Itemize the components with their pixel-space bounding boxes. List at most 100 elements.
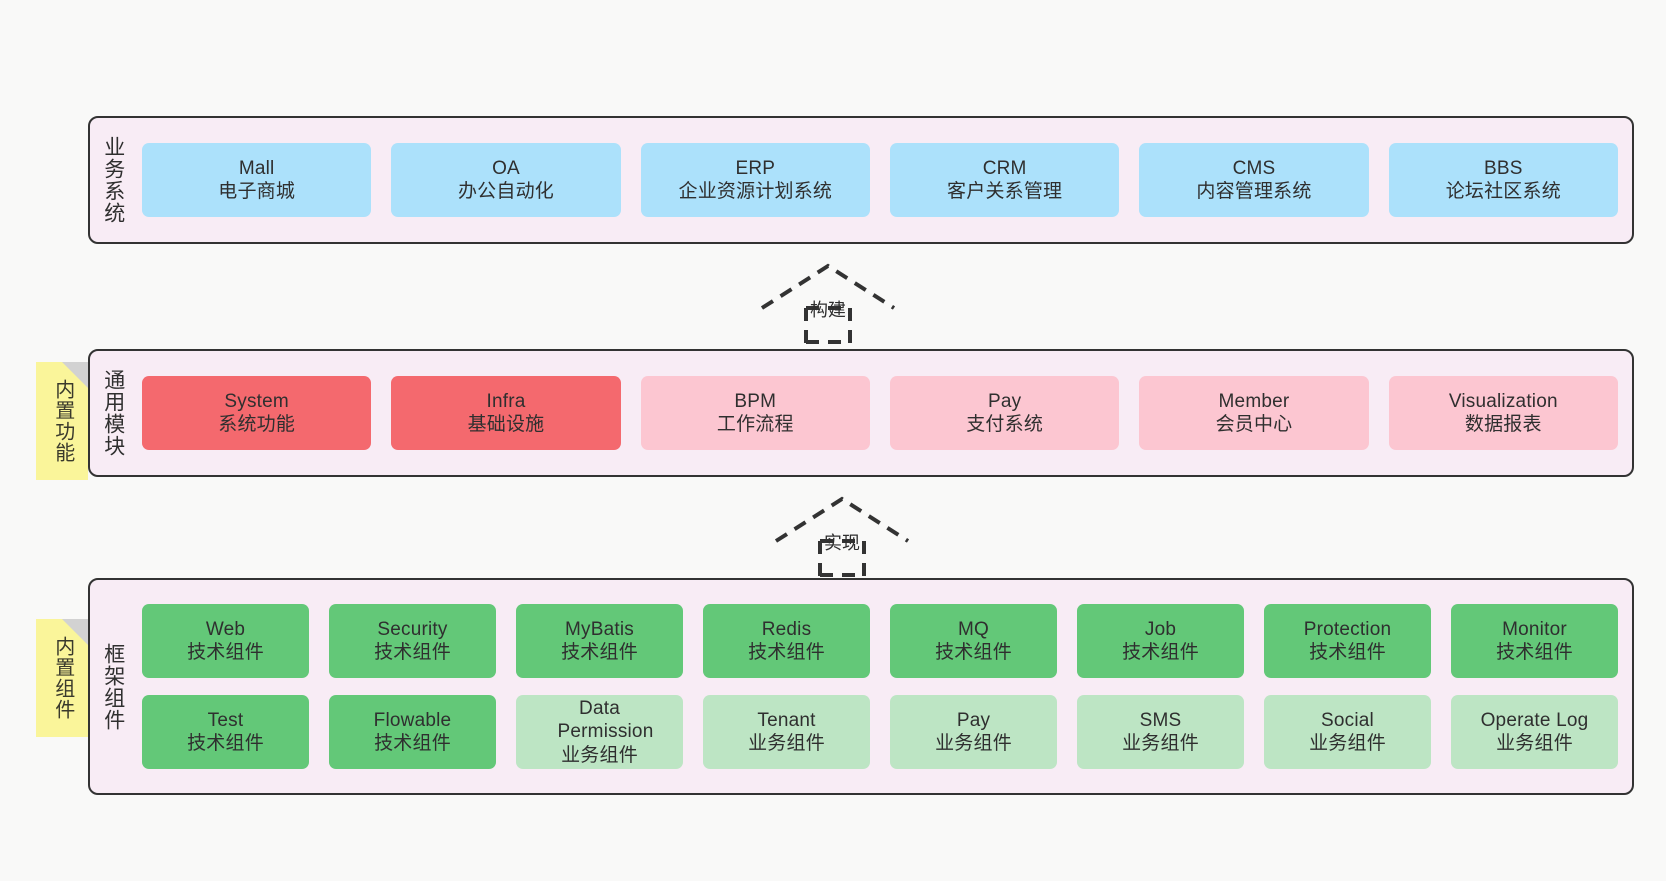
framework-row-technical: Web 技术组件 Security 技术组件 MyBatis 技术组件 Redi…: [142, 604, 1618, 678]
card-name: System: [224, 390, 289, 412]
framework-card-operate-log[interactable]: Operate Log 业务组件: [1451, 695, 1618, 769]
card-desc: 会员中心: [1215, 414, 1293, 435]
generalization-arrow-icon: [760, 263, 896, 344]
common-module-row: System 系统功能 Infra 基础设施 BPM 工作流程 Pay 支付系统…: [142, 376, 1618, 450]
card-name: OA: [492, 157, 520, 179]
framework-card-sms[interactable]: SMS 业务组件: [1077, 695, 1244, 769]
business-card-crm[interactable]: CRM 客户关系管理: [889, 143, 1120, 217]
common-card-infra[interactable]: Infra 基础设施: [391, 376, 621, 450]
card-desc: 技术组件: [1496, 642, 1573, 663]
framework-component-body: Web 技术组件 Security 技术组件 MyBatis 技术组件 Redi…: [136, 580, 1632, 793]
card-name: ERP: [735, 157, 776, 179]
business-card-cms[interactable]: CMS 内容管理系统: [1139, 143, 1369, 217]
common-card-pay[interactable]: Pay 支付系统: [889, 376, 1120, 450]
page-fold-icon: [62, 362, 88, 388]
card-name: SMS: [1139, 709, 1182, 731]
business-card-bbs[interactable]: BBS 论坛社区系统: [1388, 143, 1618, 217]
framework-card-test[interactable]: Test 技术组件: [142, 695, 309, 769]
framework-card-protection[interactable]: Protection 技术组件: [1264, 604, 1431, 678]
card-desc: 技术组件: [935, 642, 1012, 663]
framework-card-redis[interactable]: Redis 技术组件: [703, 604, 870, 678]
connector-build: 构建: [758, 262, 898, 344]
common-card-bpm[interactable]: BPM 工作流程: [640, 376, 870, 450]
business-system-layer: 业务系统 Mall 电子商城 OA 办公自动化 ERP 企业资源计划系统 CRM: [88, 116, 1634, 244]
card-desc: 工作流程: [716, 414, 794, 435]
card-name: Data Permission: [557, 698, 654, 743]
card-name: MQ: [957, 618, 989, 640]
card-desc: 技术组件: [748, 642, 825, 663]
card-desc: 内容管理系统: [1196, 181, 1312, 202]
card-desc: 办公自动化: [457, 181, 554, 202]
card-desc: 系统功能: [218, 414, 296, 435]
framework-card-mybatis[interactable]: MyBatis 技术组件: [516, 604, 683, 678]
business-card-oa[interactable]: OA 办公自动化: [391, 143, 621, 217]
framework-component-title: 框架组件: [101, 642, 125, 731]
card-desc: 技术组件: [561, 642, 638, 663]
card-name: Pay: [987, 390, 1022, 412]
card-desc: 支付系统: [966, 414, 1044, 435]
card-name: Protection: [1303, 618, 1392, 640]
card-desc: 数据报表: [1464, 414, 1542, 435]
card-name: Mall: [238, 157, 275, 179]
card-desc: 技术组件: [187, 642, 264, 663]
card-name: Member: [1218, 390, 1290, 412]
business-card-erp[interactable]: ERP 企业资源计划系统: [640, 143, 870, 217]
card-desc: 业务组件: [561, 744, 638, 766]
common-card-visualization[interactable]: Visualization 数据报表: [1388, 376, 1618, 450]
card-desc: 业务组件: [1122, 733, 1199, 754]
business-system-title: 业务系统: [101, 136, 125, 224]
card-desc: 客户关系管理: [947, 181, 1063, 202]
card-desc: 业务组件: [1496, 733, 1573, 754]
framework-card-flowable[interactable]: Flowable 技术组件: [329, 695, 496, 769]
card-desc: 技术组件: [1122, 642, 1199, 663]
card-desc: 论坛社区系统: [1445, 181, 1561, 202]
card-name: Redis: [761, 618, 812, 640]
card-name: CRM: [982, 157, 1027, 179]
framework-card-data-permission[interactable]: Data Permission 业务组件: [516, 695, 683, 769]
sticky-note-builtin-features: 内置功能: [36, 362, 88, 480]
business-system-body: Mall 电子商城 OA 办公自动化 ERP 企业资源计划系统 CRM 客户关系…: [136, 118, 1632, 242]
card-name: Visualization: [1448, 390, 1558, 412]
framework-card-security[interactable]: Security 技术组件: [329, 604, 496, 678]
connector-implement: 实现: [772, 495, 912, 577]
card-name: BBS: [1483, 157, 1523, 179]
framework-component-layer: 框架组件 Web 技术组件 Security 技术组件 MyBatis 技术组件…: [88, 578, 1634, 795]
card-name: Web: [205, 618, 246, 640]
framework-card-job[interactable]: Job 技术组件: [1077, 604, 1244, 678]
card-desc: 业务组件: [1309, 733, 1386, 754]
card-desc: 技术组件: [1309, 642, 1386, 663]
framework-card-mq[interactable]: MQ 技术组件: [890, 604, 1057, 678]
card-desc: 电子商城: [218, 181, 296, 202]
card-desc: 企业资源计划系统: [678, 181, 833, 202]
card-name: Tenant: [757, 709, 816, 731]
sticky-note-builtin-components: 内置组件: [36, 619, 88, 737]
framework-card-tenant[interactable]: Tenant 业务组件: [703, 695, 870, 769]
card-name: Monitor: [1502, 618, 1567, 640]
framework-card-monitor[interactable]: Monitor 技术组件: [1451, 604, 1618, 678]
page-fold-icon: [62, 619, 88, 645]
business-card-mall[interactable]: Mall 电子商城: [142, 143, 372, 217]
card-desc: 技术组件: [374, 642, 451, 663]
card-name: Social: [1321, 709, 1374, 731]
card-desc: 基础设施: [467, 414, 545, 435]
common-card-member[interactable]: Member 会员中心: [1139, 376, 1369, 450]
card-name: Operate Log: [1480, 709, 1589, 731]
framework-card-pay[interactable]: Pay 业务组件: [890, 695, 1057, 769]
card-desc: 技术组件: [187, 733, 264, 754]
card-name: Flowable: [373, 709, 452, 731]
card-desc: 业务组件: [748, 733, 825, 754]
card-name: CMS: [1232, 157, 1276, 179]
card-desc: 业务组件: [935, 733, 1012, 754]
sticky-note-label: 内置组件: [51, 636, 74, 720]
generalization-arrow-icon: [774, 496, 910, 577]
framework-card-social[interactable]: Social 业务组件: [1264, 695, 1431, 769]
card-name: Job: [1144, 618, 1177, 640]
common-module-body: System 系统功能 Infra 基础设施 BPM 工作流程 Pay 支付系统…: [136, 351, 1632, 475]
framework-row-business: Test 技术组件 Flowable 技术组件 Data Permission …: [142, 695, 1618, 769]
card-name: Test: [207, 709, 244, 731]
framework-card-web[interactable]: Web 技术组件: [142, 604, 309, 678]
card-desc: 技术组件: [374, 733, 451, 754]
common-module-title: 通用模块: [101, 369, 125, 457]
common-card-system[interactable]: System 系统功能: [142, 376, 372, 450]
